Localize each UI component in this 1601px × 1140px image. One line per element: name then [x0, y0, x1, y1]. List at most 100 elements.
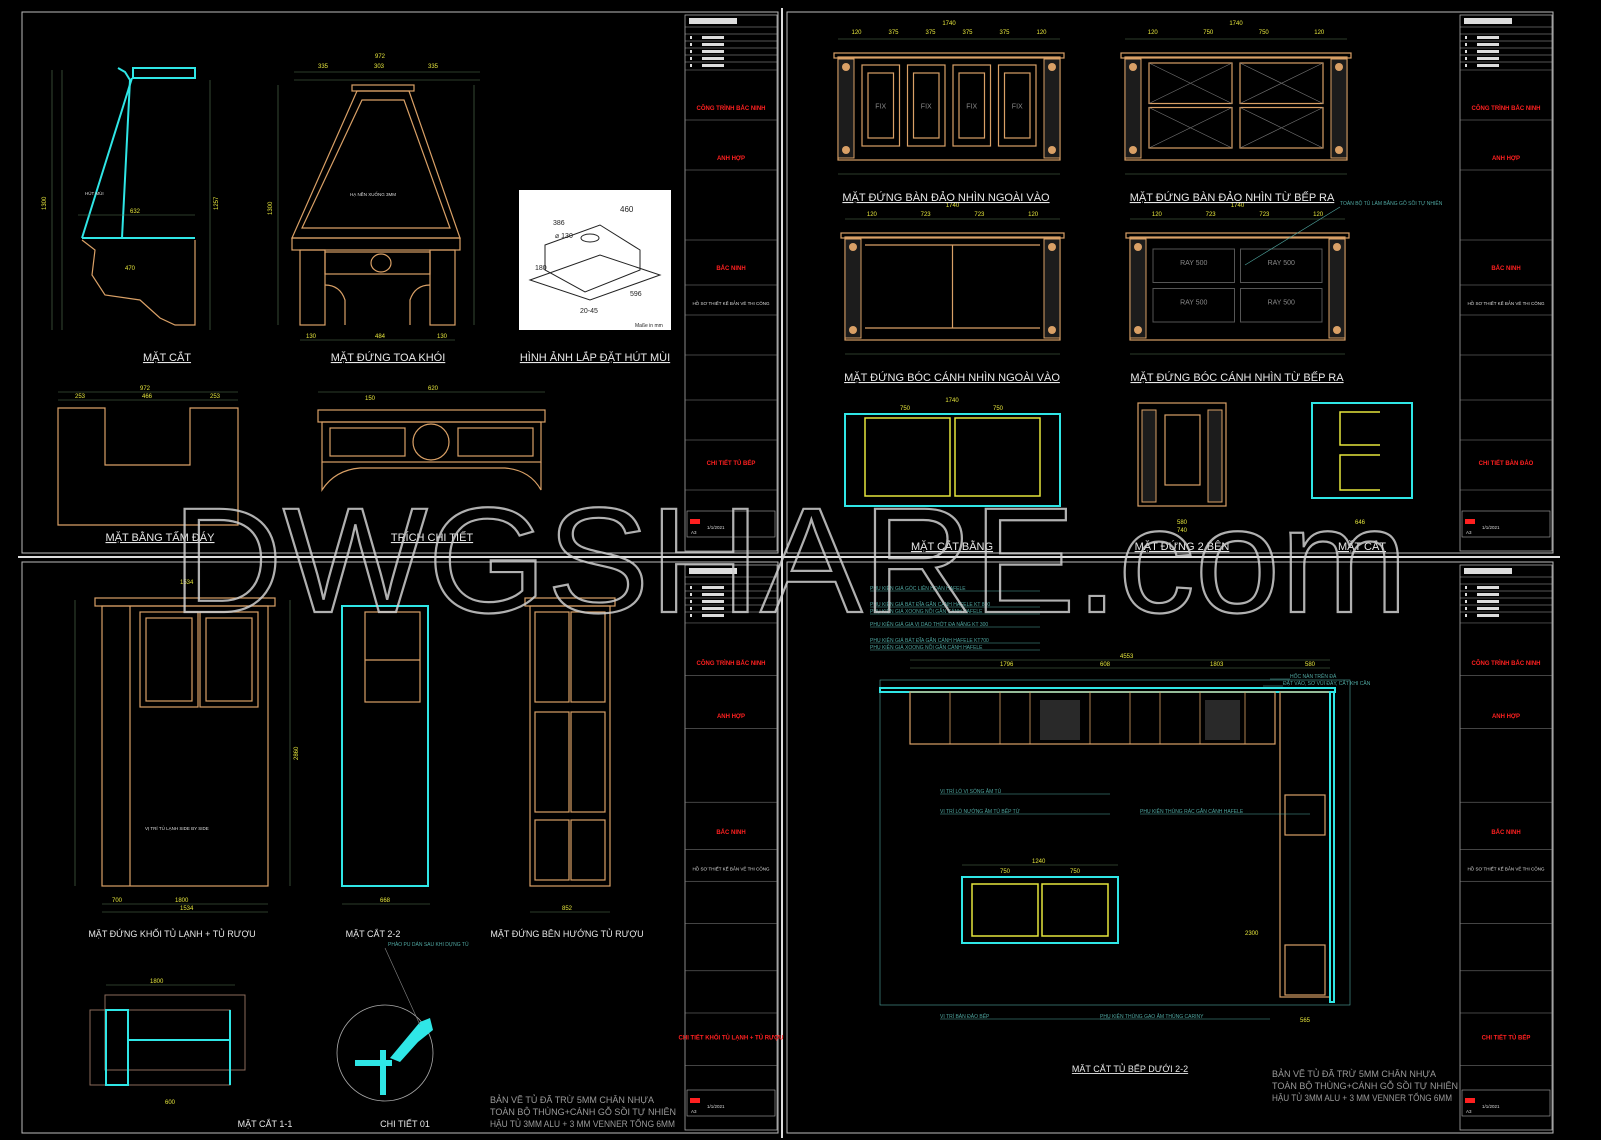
view-title: MẶT ĐỨNG 2 BÊN — [1135, 540, 1230, 553]
cut-1-1-plan: 1800 600 — [89, 979, 246, 1106]
dim-text: 303 — [374, 64, 385, 70]
dim-text: 1740 — [945, 398, 959, 404]
drawing-shape — [690, 43, 692, 46]
callout-text: PHỤ KIỆN GIÁ GIA VỊ DAO THỚT ĐA NĂNG KT … — [870, 620, 988, 628]
general-note: HẬU TỦ 3MM ALU + 3 MM VENNER TỔNG 6MM — [490, 1118, 675, 1129]
drawing-shape — [686, 1089, 776, 1117]
callout-text: PHỤ KIỆN GIÁ GÓC LIÊN HOÀN HAFELE — [870, 584, 966, 592]
column — [1328, 238, 1346, 339]
drawing-shape — [844, 413, 1061, 507]
view-title: MẶT CẮT — [1338, 540, 1386, 553]
drawing-shape — [1465, 43, 1467, 46]
drawing-shape — [702, 43, 724, 46]
callout-text: PHỤ KIỆN THÙNG RÁC GẮN CÁNH HAFELE — [1140, 807, 1244, 815]
drawing-shape — [1129, 63, 1137, 71]
project-name: CÔNG TRÌNH BẮC NINH — [1472, 659, 1541, 667]
date: 1/1/2021 — [1482, 525, 1500, 530]
dim-text: 600 — [165, 1100, 176, 1106]
sheet-3: 1534 700 1800 1534 2860 VỊ TRÍ TỦ LẠNH S… — [74, 580, 676, 1129]
drawing-shape — [1048, 326, 1056, 334]
dim-text: 750 — [1000, 869, 1011, 875]
general-note: TOÀN BỘ THÙNG+CÁNH GỖ SỒI TỰ NHIÊN — [1272, 1080, 1458, 1091]
drawing-shape — [1477, 600, 1499, 603]
drawing-shape — [1207, 409, 1223, 503]
dim-text: 130 — [437, 334, 448, 340]
drawing-shape — [702, 607, 724, 610]
fix-label: FIX — [921, 104, 932, 111]
drawing-shape — [684, 14, 778, 552]
dim-text: 375 — [999, 30, 1010, 36]
drawing-shape — [958, 72, 986, 139]
drawing-shape — [1333, 326, 1341, 334]
drawer — [1152, 248, 1235, 283]
drawing-shape — [1459, 14, 1553, 552]
dim-text: 750 — [1070, 869, 1081, 875]
date: 1/1/2021 — [1482, 1104, 1500, 1109]
sheet-3-frame — [21, 561, 779, 1134]
dim-text: 130 — [306, 334, 317, 340]
drawer — [1152, 288, 1235, 323]
view-title: MẶT CẮT 2-2 — [346, 929, 401, 939]
date: 1/1/2021 — [707, 1104, 725, 1109]
drawing-shape — [1125, 232, 1350, 239]
view-title: MẶT ĐỨNG BÓC CÁNH NHÌN NGOÀI VÀO — [844, 371, 1060, 384]
dim-text: 386 — [553, 220, 565, 227]
drawing-shape — [1477, 614, 1499, 617]
drawing-shape — [864, 417, 951, 497]
drawing-shape — [1465, 1098, 1475, 1103]
paper-size: A3 — [1466, 530, 1472, 535]
drawing-shape — [1477, 43, 1499, 46]
drawing-shape — [1465, 614, 1467, 617]
drawing-shape — [1134, 326, 1142, 334]
kitchen-lower-cabinet-plan: 4553 1796 608 1803 580 2300 565 — [879, 654, 1351, 1024]
paper-size: A3 — [691, 530, 697, 535]
hood-front-view: 972 335 303 335 1300 130 484 130 HẠ NỀN … — [268, 54, 480, 341]
side-wine-elevation: 852 — [524, 597, 616, 913]
sheet-title: CHI TIẾT TỦ BẾP — [1482, 1034, 1531, 1041]
drawing-shape — [702, 64, 724, 67]
drawing-shape — [690, 50, 692, 53]
view-title: TRÍCH CHI TIẾT — [391, 531, 474, 544]
drawing-shape — [1244, 206, 1341, 266]
general-note: BẢN VẼ TỦ ĐÃ TRỪ 5MM CHÂN NHỰA — [490, 1094, 654, 1105]
dim-text: 1740 — [1229, 21, 1243, 27]
fix-label: FIX — [1012, 104, 1023, 111]
view-title: MẶT CẮT BẰNG — [911, 540, 993, 553]
drawing-shape — [1465, 519, 1475, 524]
drawing-shape — [1335, 63, 1343, 71]
dim-text: 1803 — [1210, 662, 1224, 668]
dim-text: 466 — [142, 394, 153, 400]
drawing-shape — [689, 568, 737, 574]
drawing-shape — [1477, 586, 1499, 589]
drawing-shape — [1239, 62, 1324, 105]
drawing-shape — [1464, 568, 1512, 574]
view-title: MẶT ĐỨNG BÊN HƯỚNG TỦ RƯỢU — [490, 928, 643, 939]
dim-text: 120 — [1028, 212, 1039, 218]
drawing-shape — [906, 64, 946, 147]
sheet-4-frame — [786, 561, 1554, 1134]
column — [1043, 58, 1061, 159]
dim-text: 580 — [1177, 520, 1188, 526]
column — [837, 58, 855, 159]
dim-text: 1300 — [42, 196, 48, 210]
dim-text: 723 — [1259, 212, 1270, 218]
dim-text: 180 — [535, 265, 547, 272]
sheet-title: CHI TIẾT BÀN ĐẢO — [1479, 460, 1534, 467]
drawing-shape — [1335, 146, 1343, 154]
drawing-shape — [1477, 607, 1499, 610]
design-stage: HỒ SƠ THIẾT KẾ BẢN VẼ THI CÔNG — [692, 300, 770, 306]
drawing-shape — [1465, 64, 1467, 67]
drawing-shape — [1148, 62, 1233, 105]
drawing-shape — [1311, 402, 1413, 499]
drawing-shape — [690, 600, 692, 603]
dim-text: 120 — [1314, 30, 1325, 36]
column — [1043, 238, 1061, 339]
dim-text: 723 — [921, 212, 932, 218]
sheet-1-frame — [21, 11, 779, 554]
island-elevation — [1120, 38, 1352, 175]
drawing-shape — [1148, 62, 1233, 104]
design-stage: HỒ SƠ THIẾT KẾ BẢN VẼ THI CÔNG — [692, 866, 770, 872]
drawing-shape — [1048, 146, 1056, 154]
dim-text: 253 — [210, 394, 221, 400]
